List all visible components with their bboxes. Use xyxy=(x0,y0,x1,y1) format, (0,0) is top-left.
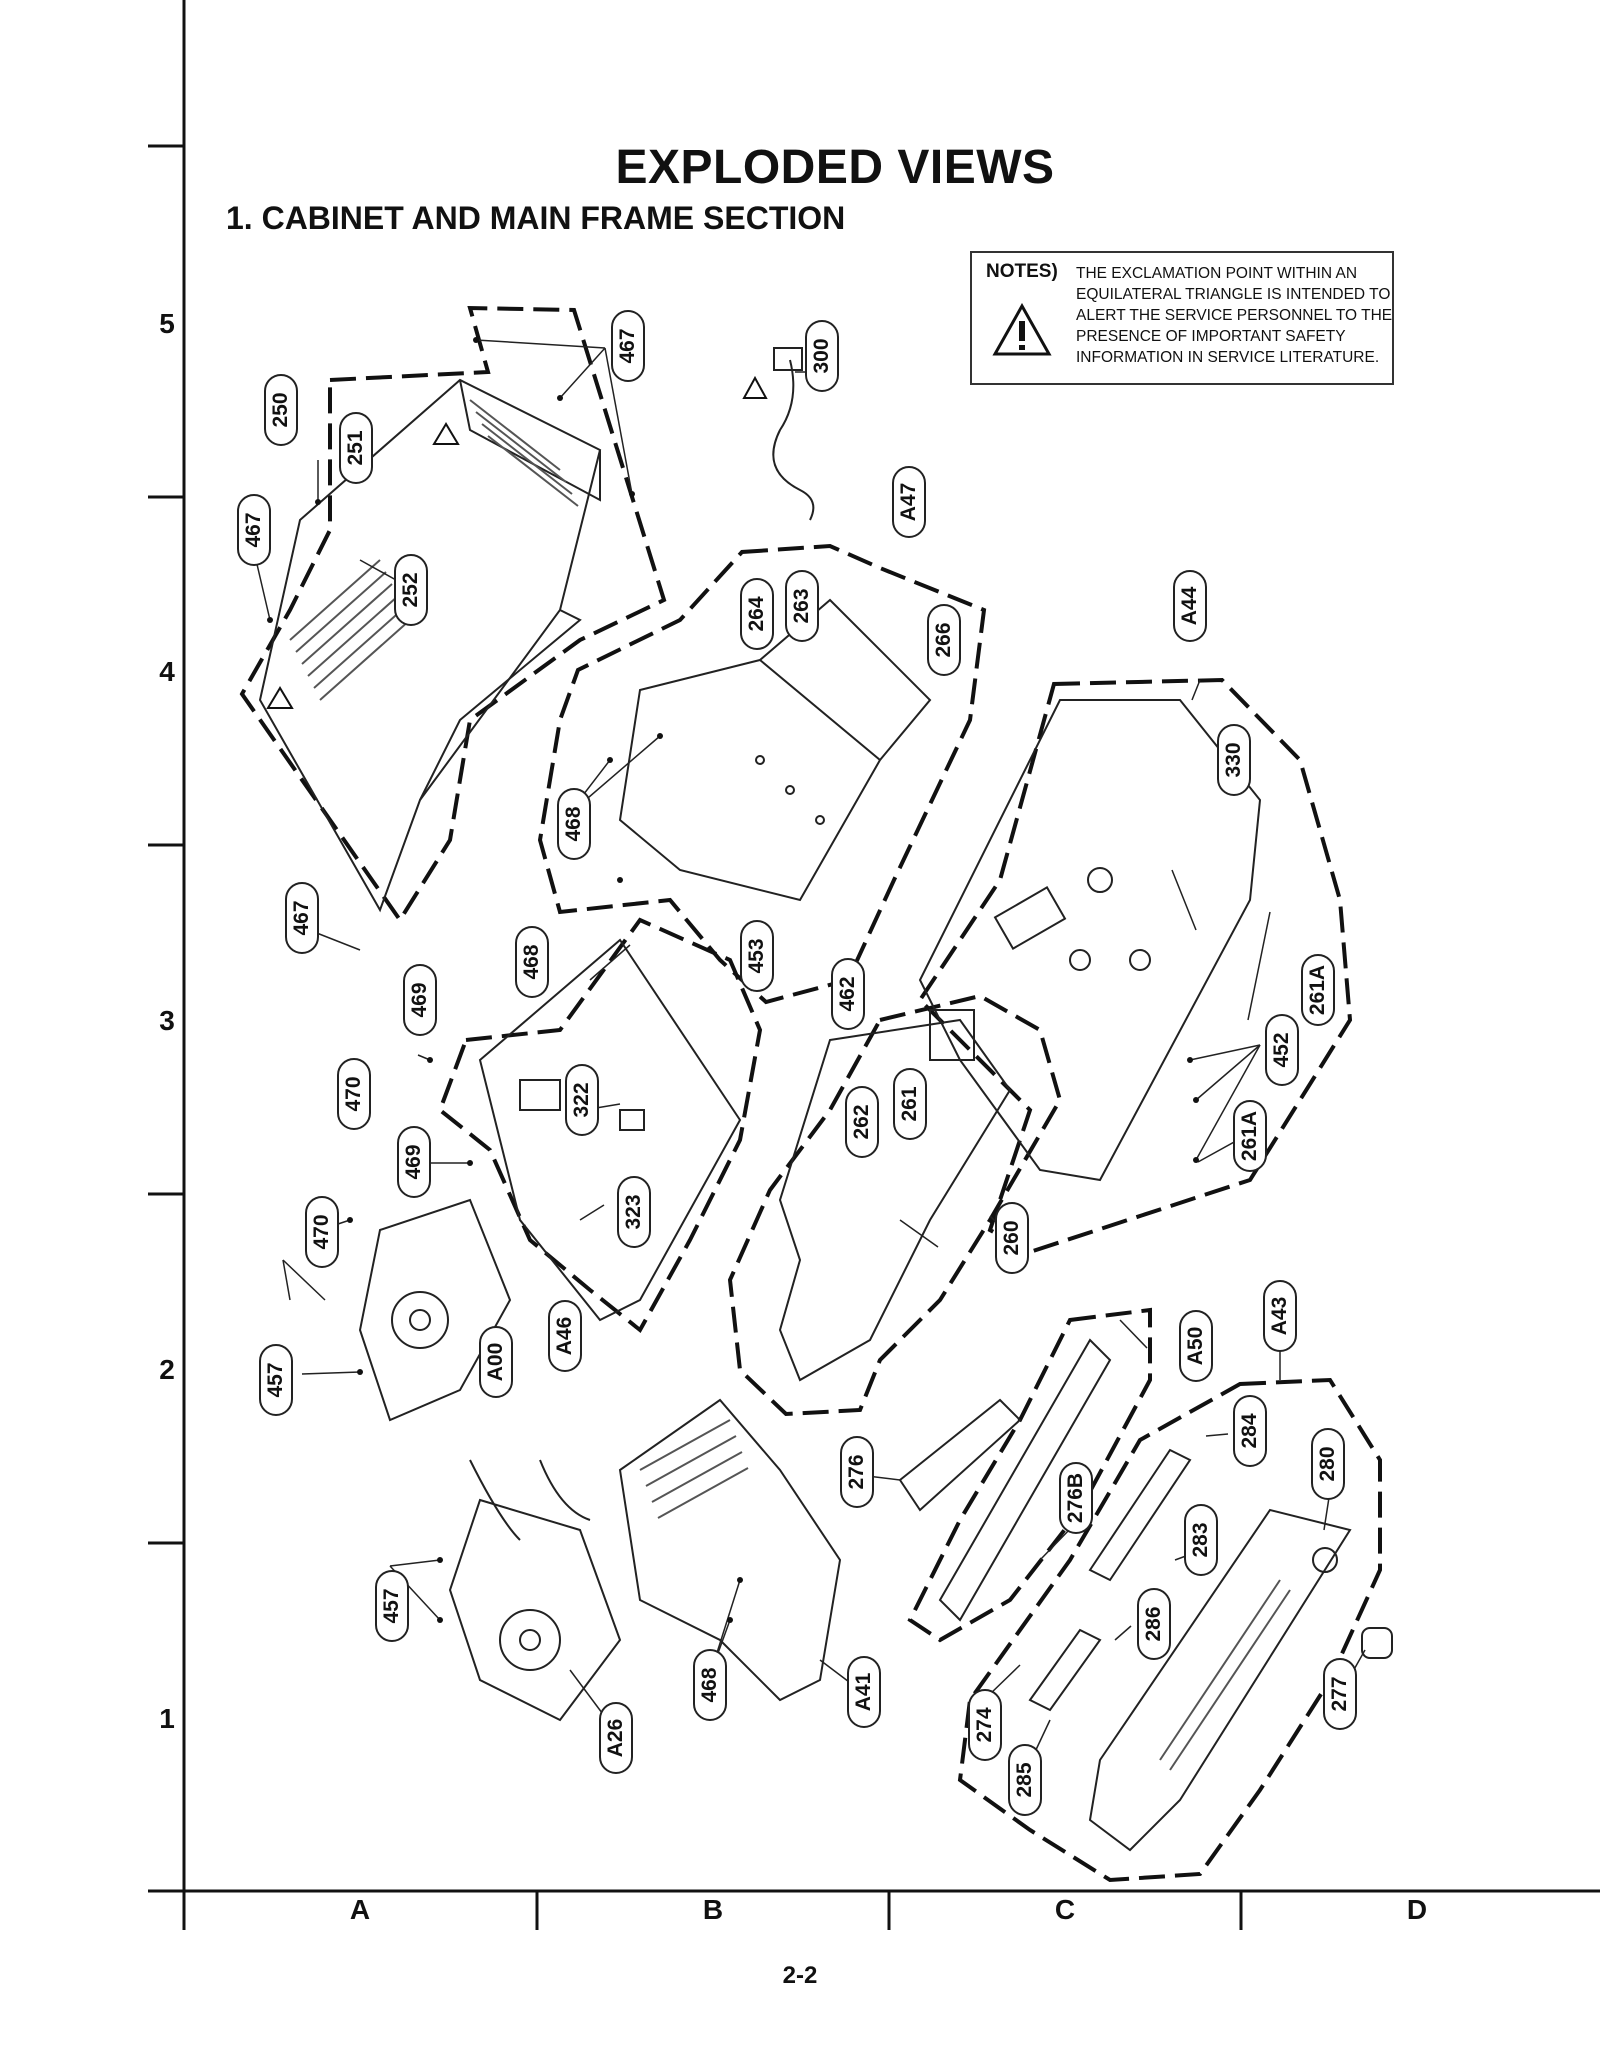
cover-vents xyxy=(289,399,579,701)
section-title: 1. CABINET AND MAIN FRAME SECTION xyxy=(226,200,846,236)
part-callout: 468 xyxy=(557,788,591,860)
part-285 xyxy=(1028,1628,1102,1712)
part-callout: 252 xyxy=(394,554,428,626)
part-callout: 261 xyxy=(893,1068,927,1140)
grid-column-label: C xyxy=(1054,1894,1076,1925)
front-panel xyxy=(1088,1508,1352,1852)
part-callout: 468 xyxy=(515,926,549,998)
part-callout: 453 xyxy=(740,920,774,992)
part-callout: 261A xyxy=(1233,1100,1267,1172)
warning-triangle-icon xyxy=(742,375,768,399)
a50-outline xyxy=(907,1307,1152,1643)
part-276b xyxy=(938,1338,1112,1622)
part-callout: 260 xyxy=(995,1202,1029,1274)
a47-board xyxy=(618,658,882,902)
part-callout: 283 xyxy=(1184,1504,1218,1576)
grid-column-label: B xyxy=(702,1894,724,1925)
page-number: 2-2 xyxy=(782,1962,818,1989)
part-callout: 280 xyxy=(1311,1428,1345,1500)
page-frame xyxy=(148,0,1600,1930)
part-callout: 457 xyxy=(259,1344,293,1416)
deck-mechanism xyxy=(358,1198,512,1422)
grid-row-label: 4 xyxy=(159,656,175,687)
part-callout: A50 xyxy=(1179,1310,1213,1382)
part-callout: A46 xyxy=(548,1300,582,1372)
assembly-outlines xyxy=(239,305,1382,1883)
part-276 xyxy=(898,1398,1022,1512)
part-callout: 330 xyxy=(1217,724,1251,796)
part-callout: 286 xyxy=(1137,1588,1171,1660)
part-callout: 470 xyxy=(305,1196,339,1268)
part-callout: 322 xyxy=(565,1064,599,1136)
part-callout: 284 xyxy=(1233,1395,1267,1467)
a43-outline xyxy=(957,1377,1382,1883)
part-callout: 470 xyxy=(337,1058,371,1130)
part-callout: A47 xyxy=(892,466,926,538)
part-callout: 467 xyxy=(237,494,271,566)
part-callout: 469 xyxy=(397,1126,431,1198)
part-callout: 323 xyxy=(617,1176,651,1248)
part-callout: 276B xyxy=(1059,1462,1093,1534)
grid-column-label: A xyxy=(349,1894,371,1925)
part-callout: 457 xyxy=(375,1570,409,1642)
part-callout: 264 xyxy=(740,578,774,650)
warning-triangle-icon xyxy=(266,686,294,709)
a41-board xyxy=(618,1398,842,1702)
page-title: EXPLODED VIEWS xyxy=(615,141,1055,194)
part-callout: 468 xyxy=(693,1649,727,1721)
part-callout: 467 xyxy=(285,882,319,954)
main-frame xyxy=(918,699,1262,1182)
a46-board xyxy=(478,938,742,1322)
power-cord xyxy=(772,359,815,521)
part-callout: 250 xyxy=(264,374,298,446)
a46-outline xyxy=(437,917,763,1334)
part-callout: A44 xyxy=(1173,570,1207,642)
grid-row-label: 1 xyxy=(159,1703,175,1734)
part-callout: 274 xyxy=(968,1689,1002,1761)
warning-triangle-icon xyxy=(432,422,460,445)
part-callout: 462 xyxy=(831,958,865,1030)
parts-line-art xyxy=(258,347,1393,1852)
top-cover xyxy=(258,378,602,913)
part-callout: 300 xyxy=(805,320,839,392)
warning-triangle-icon xyxy=(992,303,1052,356)
top-cover-outline xyxy=(239,305,667,924)
part-callout: 452 xyxy=(1265,1014,1299,1086)
screws xyxy=(267,337,1199,1623)
part-callout: A41 xyxy=(847,1656,881,1728)
chassis-part xyxy=(778,1018,1012,1382)
part-callout: 263 xyxy=(785,570,819,642)
grid-row-label: 3 xyxy=(159,1005,175,1036)
warning-triangle-marks xyxy=(266,375,768,709)
part-283 xyxy=(1088,1448,1192,1582)
part-callout: 266 xyxy=(927,604,961,676)
part-callout: 467 xyxy=(611,310,645,382)
part-callout: 277 xyxy=(1323,1658,1357,1730)
notes-box: NOTES) THE EXCLAMATION POINT WITHIN AN E… xyxy=(970,251,1394,385)
chassis-outline xyxy=(727,993,1063,1417)
part-callout: 285 xyxy=(1008,1744,1042,1816)
grid-row-label: 2 xyxy=(159,1354,175,1385)
part-callout: 261A xyxy=(1301,954,1335,1026)
part-callout: A00 xyxy=(479,1326,513,1398)
notes-heading: NOTES) xyxy=(986,261,1058,282)
part-callout: 276 xyxy=(840,1436,874,1508)
grid-row-label: 5 xyxy=(159,308,175,339)
part-callout: 469 xyxy=(403,964,437,1036)
part-callout: A43 xyxy=(1263,1280,1297,1352)
a26-mechanism xyxy=(448,1498,622,1722)
part-callout: A26 xyxy=(599,1702,633,1774)
part-callout: 251 xyxy=(339,412,373,484)
a44-outline xyxy=(917,677,1353,1255)
notes-text: THE EXCLAMATION POINT WITHIN AN EQUILATE… xyxy=(1076,265,1393,366)
part-callout: 262 xyxy=(845,1086,879,1158)
grid-column-label: D xyxy=(1406,1894,1428,1925)
